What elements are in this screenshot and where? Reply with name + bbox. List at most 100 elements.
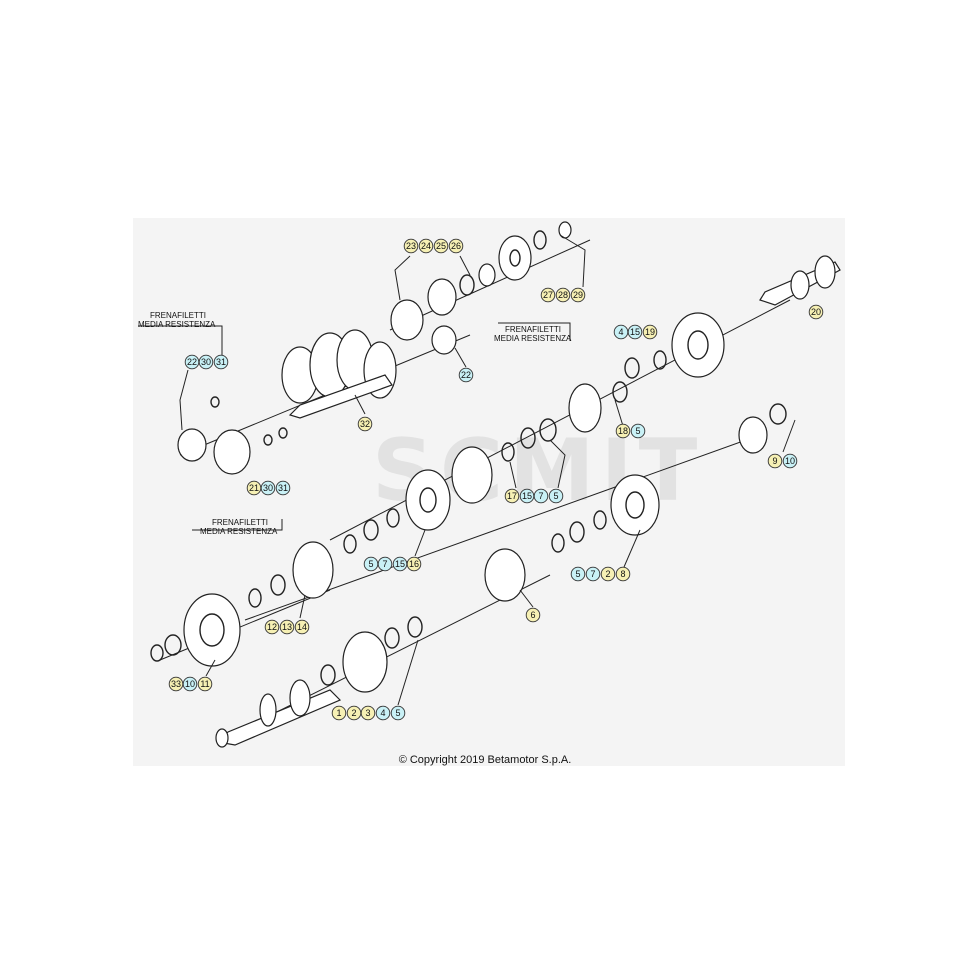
callout-20: 20 bbox=[808, 304, 824, 320]
callout-15: 15 bbox=[392, 556, 408, 572]
callout-24: 24 bbox=[418, 238, 434, 254]
callout-number: 30 bbox=[263, 483, 273, 493]
callout-number: 15 bbox=[522, 491, 532, 501]
callout-7: 7 bbox=[585, 566, 601, 582]
callout-26: 26 bbox=[448, 238, 464, 254]
callout-circle bbox=[585, 566, 601, 582]
callout-number: 12 bbox=[267, 622, 277, 632]
callout-circle bbox=[331, 705, 347, 721]
callout-circle bbox=[357, 416, 373, 432]
washers bbox=[150, 350, 787, 686]
callout-19: 19 bbox=[642, 324, 658, 340]
callout-number: 32 bbox=[360, 419, 370, 429]
callout-6: 6 bbox=[525, 607, 541, 623]
callout-21: 21 bbox=[246, 480, 262, 496]
callout-circle bbox=[782, 453, 798, 469]
callout-circle bbox=[375, 705, 391, 721]
callout-number: 5 bbox=[575, 569, 580, 579]
callout-16: 16 bbox=[406, 556, 422, 572]
callout-circle bbox=[767, 453, 783, 469]
callout-circle bbox=[570, 566, 586, 582]
note-line-1: FRENAFILETTI bbox=[505, 325, 561, 334]
callout-circle bbox=[360, 705, 376, 721]
callout-number: 9 bbox=[772, 456, 777, 466]
callout-circle bbox=[615, 423, 631, 439]
callout-30: 30 bbox=[260, 480, 276, 496]
note-threadlock-2: FRENAFILETTI MEDIA RESISTENZA bbox=[494, 325, 572, 343]
callout-number: 2 bbox=[351, 708, 356, 718]
callout-circle bbox=[377, 556, 393, 572]
callout-number: 1 bbox=[336, 708, 341, 718]
callout-number: 22 bbox=[187, 357, 197, 367]
callout-number: 8 bbox=[620, 569, 625, 579]
callout-number: 7 bbox=[382, 559, 387, 569]
mainshaft bbox=[759, 255, 841, 306]
callout-circle bbox=[533, 488, 549, 504]
callout-17: 17 bbox=[504, 488, 520, 504]
callout-5: 5 bbox=[630, 423, 646, 439]
note-line-2: MEDIA RESISTENZA bbox=[200, 527, 278, 536]
callout-4: 4 bbox=[375, 705, 391, 721]
note-line-2: MEDIA RESISTENZA bbox=[494, 334, 572, 343]
callout-number: 16 bbox=[409, 559, 419, 569]
callout-number: 26 bbox=[451, 241, 461, 251]
callout-circle bbox=[213, 354, 229, 370]
callout-18: 18 bbox=[615, 423, 631, 439]
callout-10: 10 bbox=[782, 453, 798, 469]
callout-circle bbox=[525, 607, 541, 623]
callout-11: 11 bbox=[197, 676, 213, 692]
callout-circle bbox=[264, 619, 280, 635]
callout-number: 7 bbox=[590, 569, 595, 579]
callout-23: 23 bbox=[403, 238, 419, 254]
callout-number: 18 bbox=[618, 426, 628, 436]
callout-number: 23 bbox=[406, 241, 416, 251]
callout-15: 15 bbox=[519, 488, 535, 504]
callout-number: 10 bbox=[785, 456, 795, 466]
callout-5: 5 bbox=[548, 488, 564, 504]
callout-number: 5 bbox=[635, 426, 640, 436]
callout-number: 17 bbox=[507, 491, 517, 501]
callout-7: 7 bbox=[377, 556, 393, 572]
note-threadlock-3: FRENAFILETTI MEDIA RESISTENZA bbox=[200, 518, 278, 536]
callout-circle bbox=[458, 367, 474, 383]
callout-number: 7 bbox=[538, 491, 543, 501]
callout-circle bbox=[540, 287, 556, 303]
callout-circle bbox=[600, 566, 616, 582]
callout-27: 27 bbox=[540, 287, 556, 303]
callout-number: 30 bbox=[201, 357, 211, 367]
callout-number: 5 bbox=[553, 491, 558, 501]
callout-number: 6 bbox=[530, 610, 535, 620]
callout-circle bbox=[808, 304, 824, 320]
callout-number: 21 bbox=[249, 483, 259, 493]
callout-29: 29 bbox=[570, 287, 586, 303]
callout-number: 15 bbox=[395, 559, 405, 569]
callout-circle bbox=[627, 324, 643, 340]
sprocket bbox=[498, 235, 532, 281]
callout-number: 22 bbox=[461, 370, 471, 380]
callout-number: 4 bbox=[380, 708, 385, 718]
callout-2: 2 bbox=[346, 705, 362, 721]
callout-number: 31 bbox=[278, 483, 288, 493]
callout-12: 12 bbox=[264, 619, 280, 635]
callout-number: 5 bbox=[395, 708, 400, 718]
callout-32: 32 bbox=[357, 416, 373, 432]
callout-3: 3 bbox=[360, 705, 376, 721]
callout-31: 31 bbox=[213, 354, 229, 370]
callout-7: 7 bbox=[533, 488, 549, 504]
callout-circle bbox=[504, 488, 520, 504]
callout-circle bbox=[260, 480, 276, 496]
callout-number: 11 bbox=[200, 679, 209, 689]
callout-31: 31 bbox=[275, 480, 291, 496]
callout-number: 2 bbox=[605, 569, 610, 579]
callout-circle bbox=[615, 566, 631, 582]
callout-circle bbox=[406, 556, 422, 572]
callout-circle bbox=[197, 676, 213, 692]
callout-number: 31 bbox=[216, 357, 226, 367]
gear-cluster bbox=[281, 329, 397, 419]
callout-number: 10 bbox=[185, 679, 195, 689]
callout-number: 20 bbox=[811, 307, 821, 317]
callout-circle bbox=[279, 619, 295, 635]
callout-number: 24 bbox=[421, 241, 431, 251]
callout-circle bbox=[642, 324, 658, 340]
